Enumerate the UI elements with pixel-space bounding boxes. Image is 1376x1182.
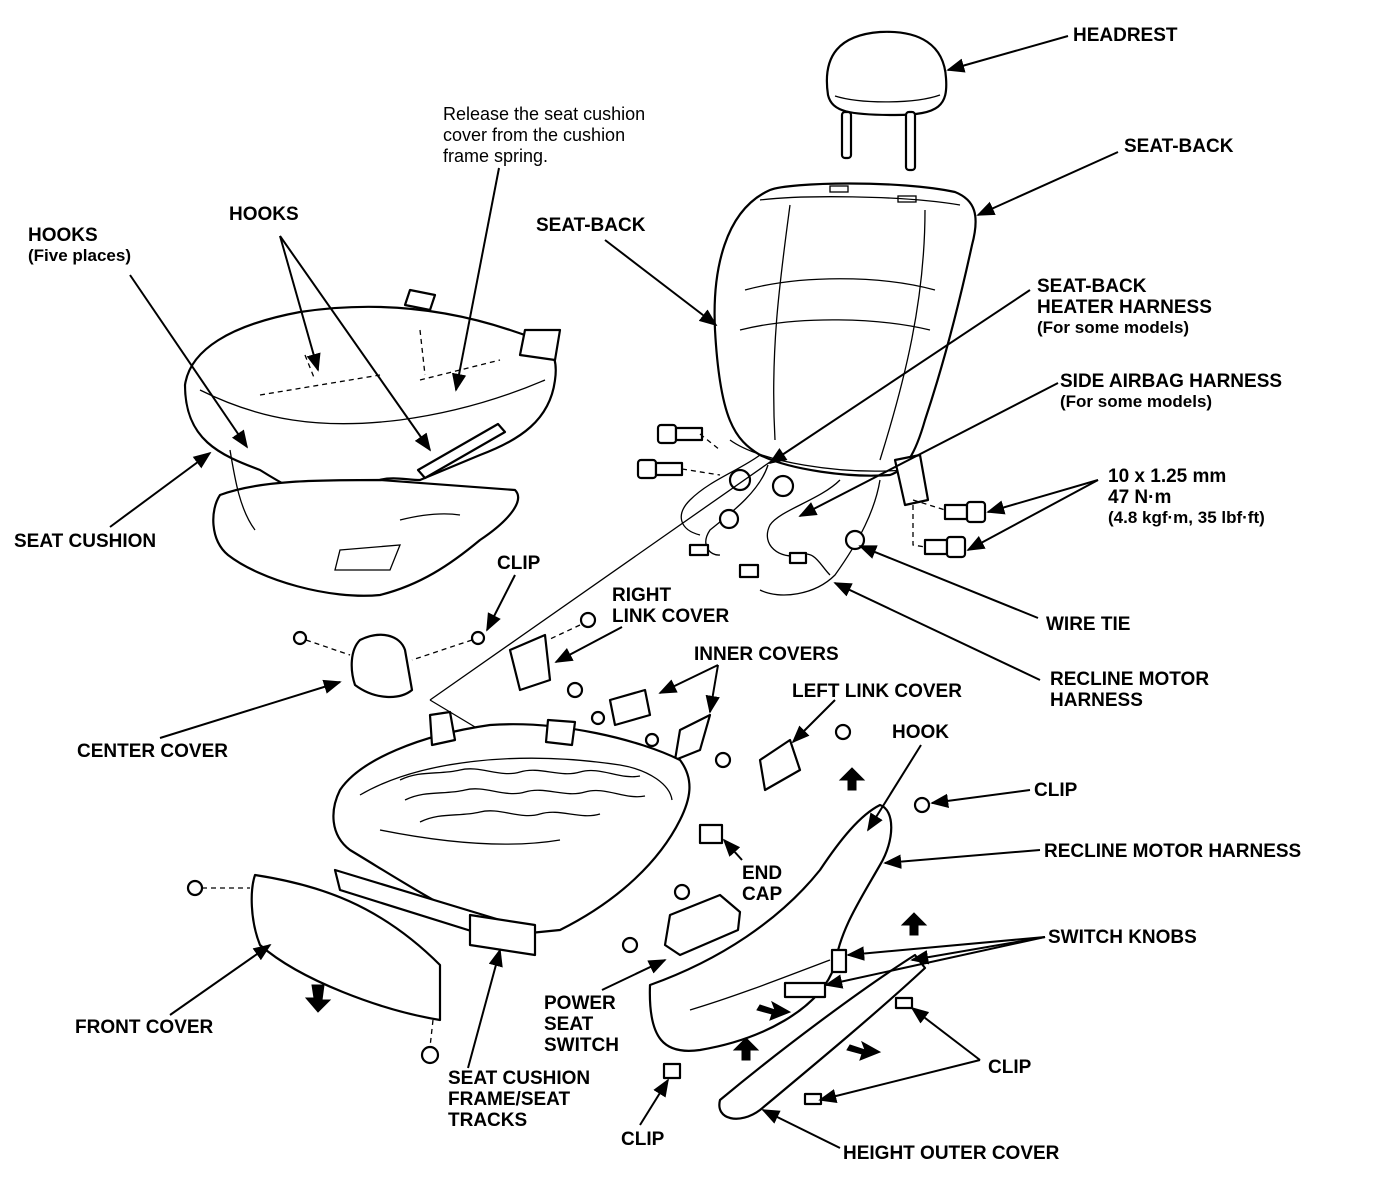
label-recline-motor-harness: RECLINE MOTOR HARNESS — [1044, 841, 1302, 862]
label-seat-cushion-frame: SEAT CUSHION FRAME/SEAT TRACKS — [448, 1068, 591, 1131]
seat-back-bolts — [636, 423, 987, 559]
inner-covers-part — [590, 688, 712, 762]
label-clip-top: CLIP — [497, 553, 541, 574]
seat-frame-part — [332, 710, 724, 957]
seat-cushion-part — [183, 288, 562, 597]
label-power-seat-switch: POWER SEAT SWITCH — [544, 993, 619, 1056]
label-recline-motor-harness-top: RECLINE MOTOR HARNESS — [1050, 669, 1210, 711]
label-center-cover: CENTER COVER — [77, 741, 228, 762]
label-clip-bottom: CLIP — [621, 1129, 665, 1150]
label-clip-right: CLIP — [1034, 780, 1078, 801]
label-hooks-five: HOOKS (Five places) — [28, 225, 131, 265]
height-outer-cover-part — [662, 953, 927, 1120]
center-cover-part — [292, 630, 486, 699]
power-seat-switch-part — [621, 883, 742, 957]
label-end-cap: END CAP — [742, 863, 783, 905]
label-seat-back-left: SEAT-BACK — [536, 215, 646, 236]
label-headrest: HEADREST — [1073, 25, 1178, 46]
frame-guide-line-2 — [429, 699, 481, 731]
label-switch-knobs: SWITCH KNOBS — [1048, 927, 1197, 948]
label-wire-tie: WIRE TIE — [1046, 614, 1131, 635]
label-seat-cushion: SEAT CUSHION — [14, 531, 157, 552]
label-hook: HOOK — [892, 722, 949, 743]
label-left-link-cover: LEFT LINK COVER — [792, 681, 962, 702]
harness-wiring — [680, 453, 930, 596]
label-seat-back-right: SEAT-BACK — [1124, 136, 1234, 157]
label-bolt-spec: 10 x 1.25 mm 47 N·m (4.8 kgf·m, 35 lbf·f… — [1108, 466, 1265, 527]
label-heater-harness: SEAT-BACK HEATER HARNESS (For some model… — [1037, 276, 1212, 337]
label-inner-covers: INNER COVERS — [694, 644, 839, 665]
left-link-cover-part — [714, 723, 852, 792]
leader-lines — [109, 35, 1119, 1149]
headrest-part — [825, 30, 948, 172]
seat-back-part — [713, 182, 977, 477]
label-height-outer-cover: HEIGHT OUTER COVER — [843, 1143, 1060, 1164]
label-clip-lower-right: CLIP — [988, 1057, 1032, 1078]
label-airbag-harness: SIDE AIRBAG HARNESS (For some models) — [1060, 371, 1283, 411]
front-cover-part — [186, 873, 442, 1065]
release-note: Release the seat cushion cover from the … — [443, 104, 646, 166]
outer-side-cover-part — [648, 767, 931, 1061]
label-right-link-cover: RIGHT LINK COVER — [612, 585, 730, 627]
frame-guide-line — [429, 454, 781, 701]
right-link-cover-part — [508, 611, 597, 699]
label-hooks-top: HOOKS — [229, 204, 299, 225]
label-front-cover: FRONT COVER — [75, 1017, 214, 1038]
